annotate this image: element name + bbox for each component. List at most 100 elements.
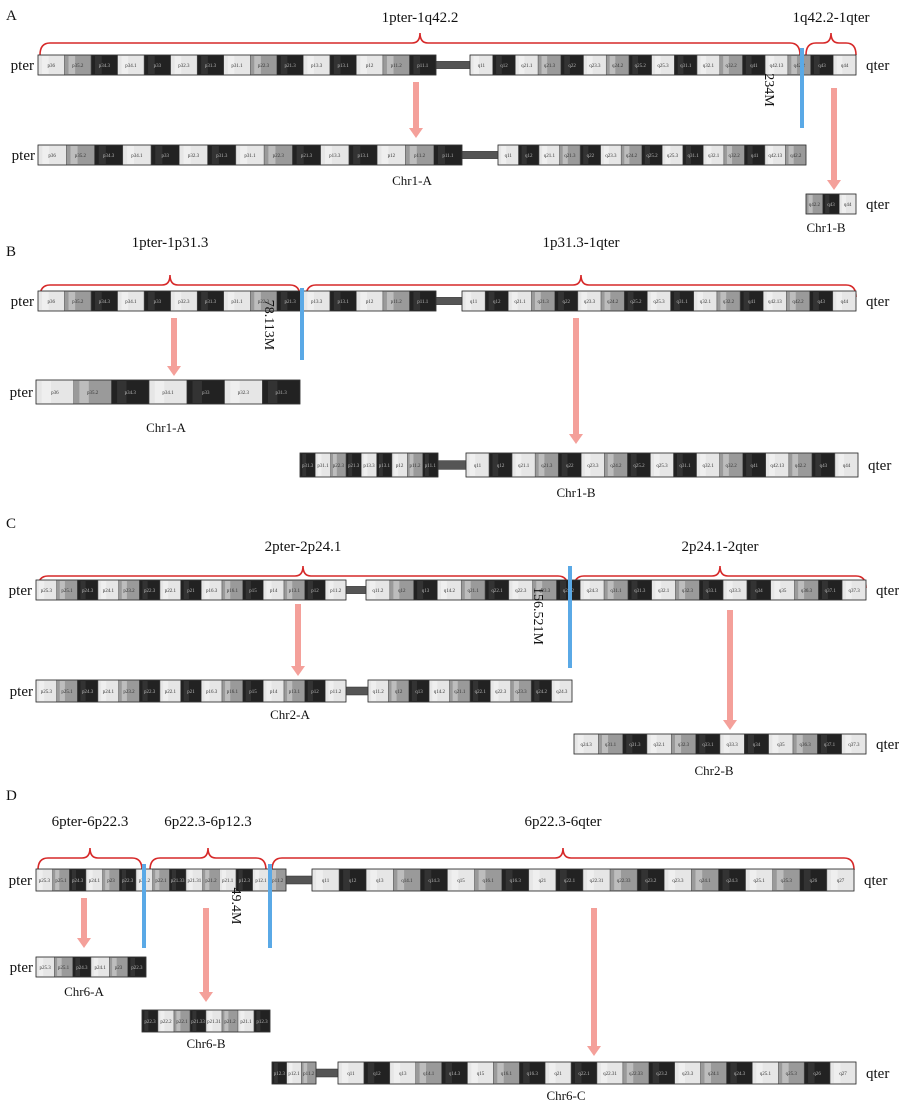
band-label: q21.1 [454,690,466,695]
band-label: p12 [366,300,374,305]
band-shade [505,870,513,890]
band-shade [409,146,417,164]
band-label: q37.3 [848,743,860,748]
band-label: q24.2 [536,690,548,695]
band-shade [307,581,313,599]
band-shade [411,681,417,701]
band-label: p24.1 [95,966,107,971]
pink-arrow [167,318,181,376]
band-shade [240,1011,245,1031]
band-label: q11 [322,879,330,884]
band-shade [501,146,507,164]
band-shade [497,1063,504,1083]
arrow-shaft [413,82,419,130]
band-label: q43 [818,64,826,69]
band-label: q23.3 [587,464,599,469]
band-label: p21 [187,589,195,594]
band-label: q27 [837,879,845,884]
band-shade [768,56,775,74]
band-shade [201,292,208,310]
pink-arrow [291,604,305,676]
band-shade [367,1063,375,1083]
band-label: q44 [843,464,851,469]
band-shade [523,1063,530,1083]
band-shade [652,1063,660,1083]
band-shade [188,870,193,890]
band-label: q25.3 [667,154,679,159]
band-shade [644,146,650,164]
pink-arrow [723,610,737,730]
band-shade [791,56,797,74]
band-label: q41 [748,300,756,305]
centromere [461,151,499,159]
band-shade [511,292,518,310]
band-shade [245,581,251,599]
derivative-label: Chr1-A [146,420,186,435]
band-label: p23.2 [123,690,135,695]
band-shade [424,870,432,890]
band-label: p21.2 [224,1020,236,1025]
band-label: q16.3 [510,879,522,884]
chromosome-outline [35,579,347,601]
band-label: p21.3 [284,64,296,69]
band-label: q24.2 [626,154,638,159]
band-label: p11.2 [303,1072,315,1077]
panel-letter: D [6,788,17,804]
band-shade [332,454,337,476]
band-shade [749,870,757,890]
band-label: p22.3 [273,154,285,159]
band-shade [101,581,107,599]
band-label: p34.1 [131,154,143,159]
arrow-head [409,128,423,138]
region-bracket [149,847,267,871]
band-label: p14 [270,690,278,695]
band-shade [75,958,80,976]
band-shade [626,735,633,753]
band-shade [813,56,820,74]
band-label: q26 [813,1072,821,1077]
band-label: p12 [311,589,319,594]
band-shade [561,454,568,476]
band-shade [238,870,243,890]
band-shade [142,581,148,599]
band-shade [607,454,614,476]
band-shade [71,870,76,890]
band-label: q44 [841,64,849,69]
band-shade [641,870,649,890]
band-label: q42.2 [809,203,821,208]
band-label: q16.1 [483,879,495,884]
derivative-label: Chr6-A [64,984,104,999]
band-shade [142,681,148,701]
band-label: p11.2 [272,879,284,884]
band-shade [397,870,405,890]
band-label: q36.3 [800,743,812,748]
pter-label: pter [11,294,34,310]
region-bracket [37,847,143,871]
band-label: p35.2 [72,300,84,305]
band-shade [227,56,235,74]
band-shade [413,56,421,74]
band-shade [79,381,89,403]
band-label: p36 [48,64,56,69]
chromosome-outline [37,144,463,166]
pter-label: pter [12,148,35,164]
band-shade [121,581,127,599]
band-shade [121,870,126,890]
band-label: q14.2 [434,690,446,695]
band-shade [730,1063,737,1083]
band-shade [820,735,828,753]
band-shade [101,681,107,701]
band-shade [105,870,110,890]
pter-label: pter [10,385,33,401]
band-label: q14.3 [428,879,440,884]
band-shade [803,870,811,890]
band-shade [600,1063,608,1083]
qter-label: qter [866,294,889,310]
band-shade [830,870,838,890]
band-shade [57,958,62,976]
band-label: p21.3 [284,300,296,305]
